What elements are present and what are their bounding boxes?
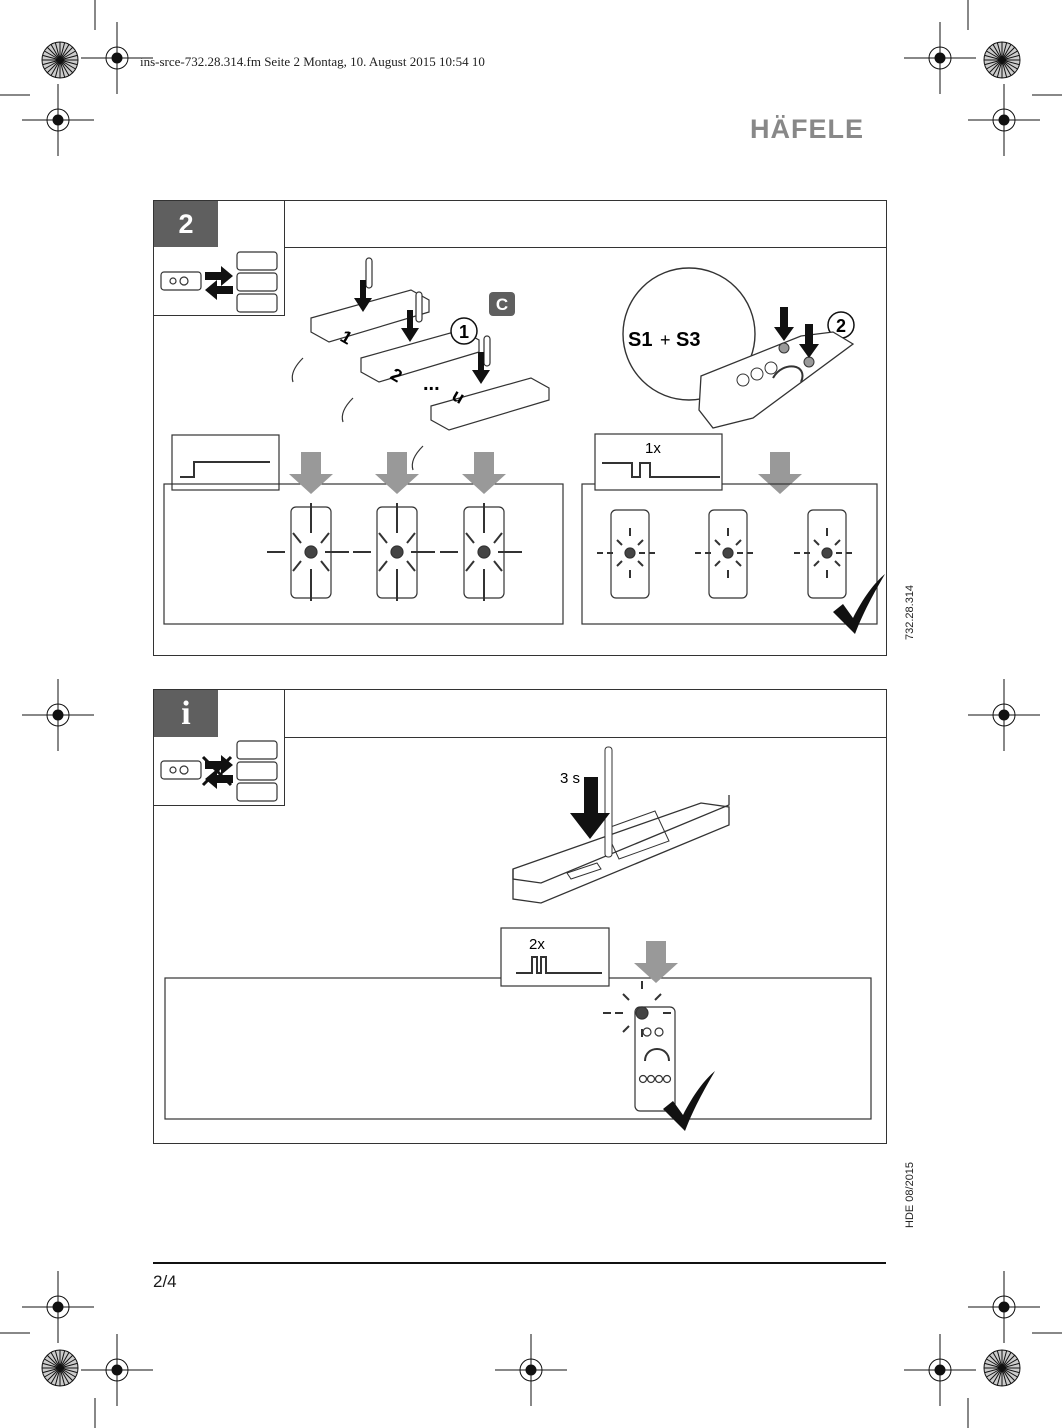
pairing-panel <box>153 200 887 656</box>
arrow-left-icon <box>205 280 233 300</box>
receiver-blink-2 <box>695 509 753 599</box>
product-code-vertical: 732.28.314 <box>904 584 916 640</box>
blink-count-2x: 2x <box>529 936 545 953</box>
ellipsis: ... <box>423 373 440 395</box>
footer-rule <box>153 1262 886 1264</box>
info-badge: i <box>154 690 218 737</box>
remote-to-receiver-icon <box>160 251 278 313</box>
cross-icon <box>201 755 233 787</box>
arrow-right-icon <box>205 266 233 286</box>
receiver-blink-1 <box>597 509 655 599</box>
receiver-continuous-2 <box>353 503 435 601</box>
checkmark-icon <box>663 1071 715 1131</box>
document-date-vertical: HDE 08/2015 <box>904 1161 916 1228</box>
svg-text:+: + <box>660 330 671 350</box>
receiver-continuous-1 <box>267 503 349 601</box>
blink-count-1x: 1x <box>645 440 661 457</box>
reset-illustration: 3 s 2x <box>160 740 872 1131</box>
brand-logo: HÄFELE <box>750 114 864 144</box>
step-marker-2: 2 <box>836 316 846 336</box>
info-panel <box>153 689 887 1144</box>
blink-signal-icon <box>602 462 720 478</box>
svg-text:S3: S3 <box>676 329 700 351</box>
down-arrows-left <box>289 452 802 494</box>
file-info-line: ins-srce-732.28.314.fm Seite 2 Montag, 1… <box>140 54 485 69</box>
continuous-signal-icon <box>180 461 270 478</box>
double-blink-signal-icon <box>516 956 602 974</box>
step-marker-1: 1 <box>459 322 469 342</box>
remote-led-blink <box>603 981 676 1112</box>
receiver-continuous-3 <box>440 503 522 601</box>
svg-text:S1: S1 <box>628 329 652 351</box>
receiver-blink-3 <box>794 509 852 599</box>
hold-time-label: 3 s <box>560 770 580 787</box>
pairing-illustration: 1 2 n ... C 1 2 S1 + S3 <box>160 251 885 634</box>
step-number-badge: 2 <box>154 201 218 247</box>
channel-badge: C <box>496 295 508 314</box>
remote-unpair-icon <box>160 740 278 802</box>
button-combination-label: S1 + S3 <box>628 329 700 351</box>
checkmark-icon <box>833 574 885 634</box>
page-number: 2/4 <box>153 1272 177 1291</box>
